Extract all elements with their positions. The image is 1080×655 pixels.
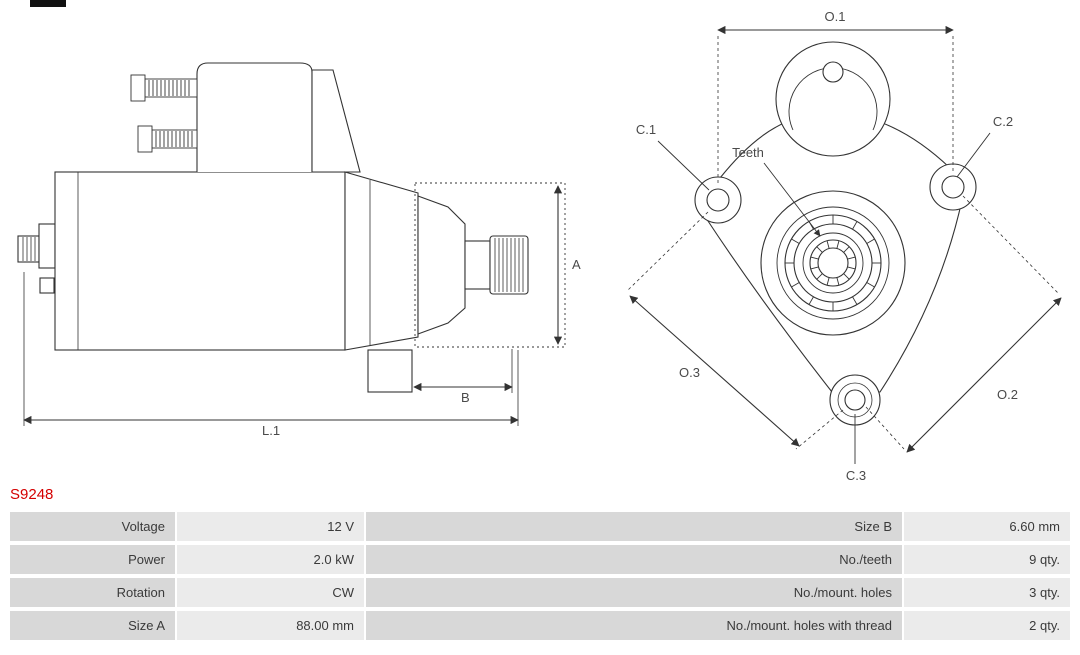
spec-label: No./teeth (366, 545, 902, 574)
spec-label: No./mount. holes (366, 578, 902, 607)
dashed-measure-box (414, 182, 566, 348)
center-gear (760, 190, 906, 336)
spec-value: 12 V (177, 512, 364, 541)
dome (775, 41, 891, 157)
spec-table: Voltage 12 V Size B 6.60 mm Power 2.0 kW… (10, 512, 1070, 640)
dim-label-o1: O.1 (825, 9, 846, 24)
dim-label-c1: C.1 (636, 122, 656, 137)
dim-label-l1: L.1 (262, 423, 280, 438)
dimension-o2: O.2 (865, 195, 1062, 453)
terminal-studs (130, 74, 198, 153)
spec-value: 2 qty. (904, 611, 1070, 640)
dimension-l1: L.1 (23, 272, 519, 438)
side-view: A B L.1 (17, 62, 581, 438)
rear-shaft (17, 223, 56, 294)
dim-label-b: B (461, 390, 470, 405)
spec-value: CW (177, 578, 364, 607)
pinion-drive (417, 195, 529, 335)
spec-label: Size A (10, 611, 175, 640)
dim-label-c2: C.2 (993, 114, 1013, 129)
spec-label: No./mount. holes with thread (366, 611, 902, 640)
teeth-label: Teeth (732, 145, 764, 160)
dim-label-a: A (572, 257, 581, 272)
technical-drawing: A B L.1 (17, 9, 1062, 482)
spec-value: 9 qty. (904, 545, 1070, 574)
dimension-a: A (553, 185, 581, 345)
callout-c1: C.1 (636, 122, 710, 191)
front-view: O.1 O.3 O.2 C.1 C.2 C.3 (627, 9, 1062, 482)
dimension-b: B (413, 349, 513, 405)
mounting-holes (694, 163, 977, 426)
spec-label: Voltage (10, 512, 175, 541)
dim-label-o2: O.2 (997, 387, 1018, 402)
dim-label-o3: O.3 (679, 365, 700, 380)
callout-c3: C.3 (846, 414, 866, 482)
spec-label: Power (10, 545, 175, 574)
dimension-o3: O.3 (627, 211, 844, 450)
callout-c2: C.2 (956, 114, 1013, 178)
mounting-foot (367, 349, 413, 393)
callout-teeth: Teeth (732, 145, 821, 237)
dim-label-c3: C.3 (846, 468, 866, 482)
spec-value: 6.60 mm (904, 512, 1070, 541)
drive-end-bracket (344, 171, 419, 393)
part-number: S9248 (10, 486, 54, 503)
solenoid (196, 62, 361, 173)
dimension-o1: O.1 (717, 9, 954, 186)
spec-label: Rotation (10, 578, 175, 607)
motor-body (54, 171, 346, 351)
spec-label: Size B (366, 512, 902, 541)
top-hole (822, 61, 844, 83)
spec-value: 88.00 mm (177, 611, 364, 640)
spec-value: 2.0 kW (177, 545, 364, 574)
logo-fragment (30, 0, 66, 7)
spec-value: 3 qty. (904, 578, 1070, 607)
